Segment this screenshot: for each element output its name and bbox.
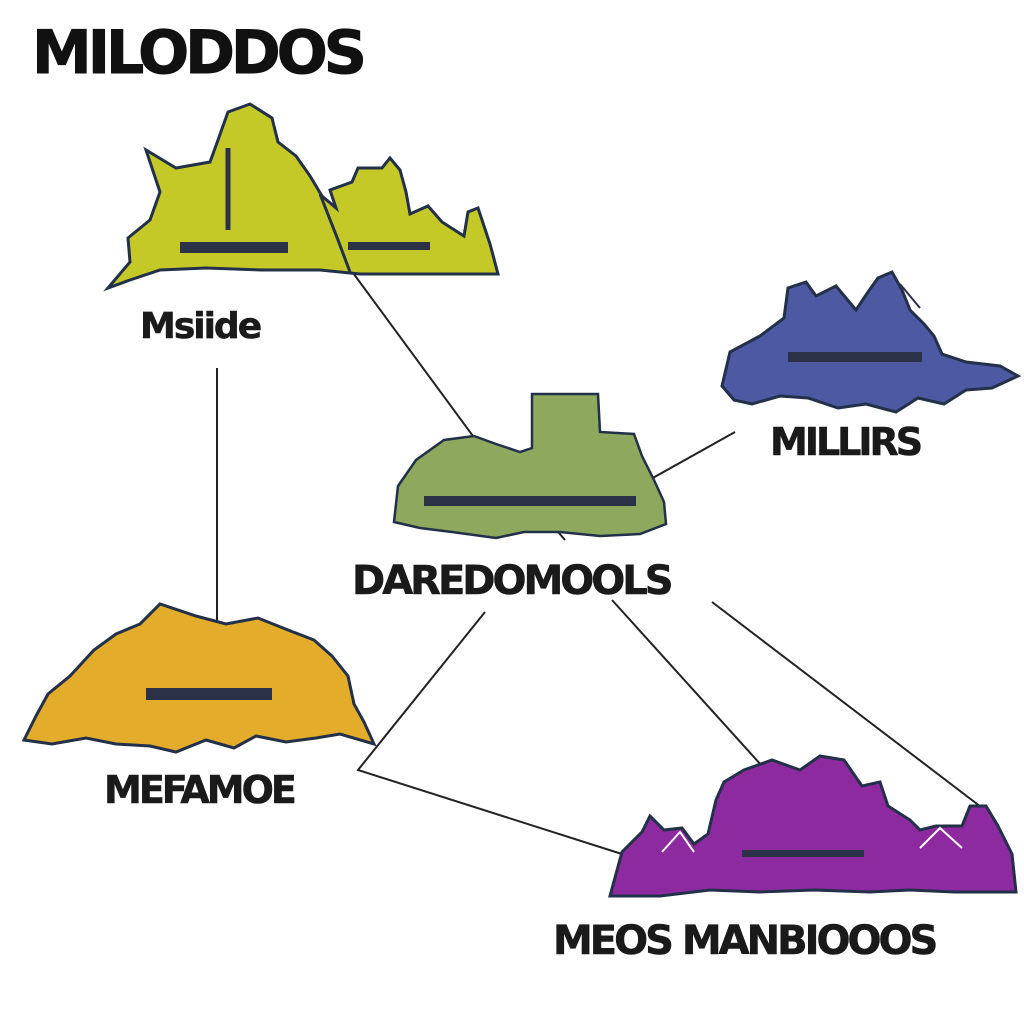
node-msiide-shape xyxy=(103,102,500,292)
node-shape-blue xyxy=(720,270,1022,414)
node-shape-yellow-green xyxy=(103,102,500,292)
node-bar xyxy=(180,242,288,253)
node-label-meramoe: MEFAMOE xyxy=(104,768,297,813)
node-bar xyxy=(742,850,864,857)
node-label-center: DAREDOMOOLS xyxy=(352,558,674,605)
node-shape-orange xyxy=(21,602,377,754)
node-bar-secondary xyxy=(348,242,430,250)
node-bar xyxy=(146,688,272,700)
node-label-purple: MEOS MANBIOOOS xyxy=(553,918,939,965)
node-meramoe-shape xyxy=(21,602,377,754)
node-inner-divider xyxy=(661,830,695,853)
node-inner-divider xyxy=(318,193,352,273)
node-center-shape xyxy=(392,392,668,540)
node-bar xyxy=(424,496,636,506)
node-label-msiide: Msiide xyxy=(140,306,263,348)
diagram-title: MILODDOS xyxy=(32,18,368,89)
connector-center-meramoe-purple xyxy=(356,611,626,856)
node-label-millirs: MILLIRS xyxy=(770,420,924,465)
connector-center-purple-right xyxy=(711,601,986,811)
node-shape-purple xyxy=(608,754,1018,898)
node-shape-olive xyxy=(392,392,668,540)
node-millirs-shape xyxy=(720,270,1022,414)
node-inner-divider xyxy=(919,826,963,849)
node-purple-shape xyxy=(608,754,1018,898)
node-bar xyxy=(788,352,922,362)
node-tick xyxy=(899,283,921,309)
